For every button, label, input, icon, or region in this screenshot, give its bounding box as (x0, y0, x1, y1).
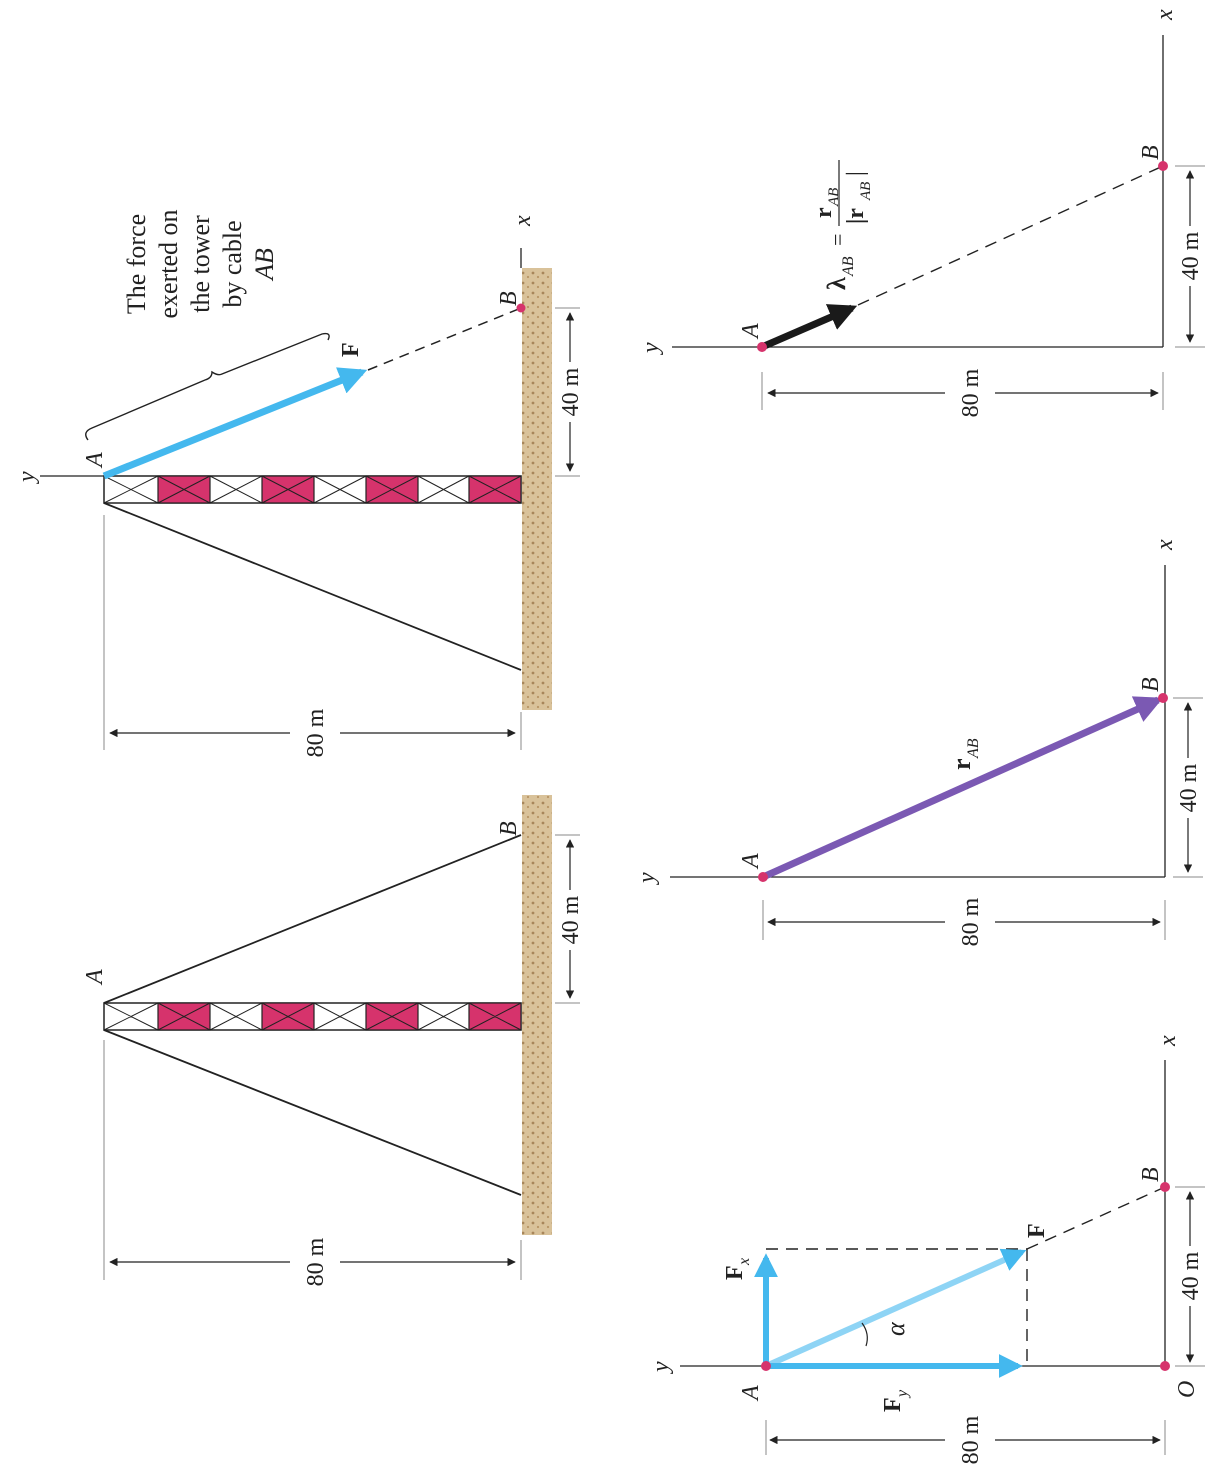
ground (522, 268, 552, 710)
point-a (758, 872, 768, 882)
svg-text:|r: |r (843, 208, 869, 224)
force-f-vector (102, 367, 368, 480)
svg-text:F: F (880, 1397, 906, 1412)
angle-alpha-arc (861, 1322, 868, 1347)
svg-text:80 m: 80 m (958, 897, 984, 946)
tower (103, 475, 522, 504)
point-b (516, 303, 526, 313)
label-b: B (1138, 1167, 1164, 1182)
svg-text:=: = (825, 234, 850, 246)
y-axis: y (14, 471, 104, 484)
svg-text:40 m: 40 m (558, 895, 584, 944)
dimension-40m: 40 m (553, 834, 587, 1004)
vector-r-ab (761, 696, 1164, 881)
svg-text:AB: AB (826, 188, 842, 207)
panel-position-vector: y x A B r AB 80 m 40 m (634, 539, 1205, 946)
svg-text:40 m: 40 m (1178, 231, 1204, 280)
svg-text:40 m: 40 m (1176, 763, 1202, 812)
ground (522, 795, 552, 1235)
svg-text:y: y (14, 471, 40, 484)
dimension-40m: 40 m (1171, 697, 1205, 878)
svg-text:x: x (510, 215, 536, 227)
svg-text:AB: AB (858, 182, 874, 201)
label-r-ab: r AB (947, 738, 982, 770)
label-b: B (496, 821, 522, 836)
panel-force-on-tower: y x A B F The force exerted on the tower… (14, 209, 587, 757)
panel-tower-two-cables: A B 80 m 40 m (82, 795, 587, 1286)
svg-text:x: x (1155, 1035, 1181, 1047)
label-o: O (1174, 1381, 1200, 1398)
point-o (1160, 1361, 1170, 1371)
label-a: A (738, 323, 764, 340)
dimension-40m: 40 m (553, 307, 587, 477)
svg-text:x: x (1152, 9, 1178, 21)
panel-force-components: y x A B O F x F y F α 80 m (648, 1035, 1207, 1464)
point-b (1158, 693, 1168, 703)
svg-text:y: y (634, 872, 660, 885)
cable-ab (103, 834, 522, 1004)
svg-text:80 m: 80 m (303, 708, 329, 757)
label-a: A (738, 853, 764, 870)
label-fx: F x (722, 1258, 753, 1280)
svg-text:|: | (843, 171, 869, 176)
dimension-80m: 80 m (103, 1040, 522, 1286)
svg-text:AB: AB (840, 256, 857, 277)
point-b (1160, 1182, 1170, 1192)
svg-text:40 m: 40 m (1178, 1251, 1204, 1300)
force-note: The force exerted on the tower by cable … (122, 209, 279, 318)
svg-text:AB: AB (250, 248, 279, 282)
tower (103, 1002, 522, 1031)
svg-text:r: r (947, 758, 976, 770)
cable-other (103, 502, 522, 671)
svg-text:by cable: by cable (218, 220, 247, 307)
panel-unit-vector: y x A B λ AB = r AB |r AB | 80 m (638, 9, 1207, 417)
dimension-80m: 80 m (103, 515, 522, 757)
svg-text:F: F (722, 1265, 748, 1280)
label-a: A (82, 452, 108, 469)
label-b: B (1138, 677, 1164, 692)
label-b: B (1138, 145, 1164, 160)
svg-text:80 m: 80 m (303, 1237, 329, 1286)
svg-text:AB: AB (965, 738, 982, 759)
dimension-40m: 40 m (1173, 165, 1207, 348)
cable-other (103, 1029, 522, 1196)
label-fy: F y (880, 1389, 911, 1412)
label-f: F (1024, 1223, 1050, 1238)
dimension-40m: 40 m (1173, 1186, 1207, 1367)
svg-text:y: y (894, 1389, 911, 1399)
label-b: B (496, 291, 522, 306)
label-a: A (738, 1385, 764, 1402)
cable-ab-dashed (367, 307, 522, 371)
svg-text:the tower: the tower (186, 215, 215, 313)
svg-text:λ: λ (822, 277, 851, 290)
dashed-cable (857, 165, 1164, 306)
svg-text:The force: The force (122, 214, 151, 314)
svg-text:x: x (1152, 539, 1178, 551)
dimension-80m: 80 m (762, 897, 1166, 946)
unit-vector-lambda (760, 304, 858, 351)
label-f: F (338, 342, 364, 357)
dimension-80m: 80 m (765, 1415, 1166, 1464)
svg-text:exerted on: exerted on (154, 209, 183, 318)
svg-text:r: r (811, 207, 837, 218)
point-b (1158, 161, 1168, 171)
label-a: A (82, 969, 108, 986)
label-alpha: α (881, 1321, 910, 1336)
dashed-cable (1026, 1186, 1166, 1250)
svg-text:y: y (638, 342, 664, 355)
force-note-brace (85, 332, 330, 441)
x-axis: x (510, 215, 536, 268)
svg-text:y: y (648, 1361, 674, 1374)
force-f-vector (764, 1248, 1027, 1369)
point-a (757, 342, 767, 352)
svg-text:x: x (736, 1258, 753, 1266)
svg-text:80 m: 80 m (958, 1415, 984, 1464)
svg-text:80 m: 80 m (958, 368, 984, 417)
dimension-80m: 80 m (761, 368, 1164, 417)
unit-vector-equation: λ AB = r AB |r AB | (811, 160, 874, 290)
point-a (761, 1361, 771, 1371)
svg-text:40 m: 40 m (558, 367, 584, 416)
